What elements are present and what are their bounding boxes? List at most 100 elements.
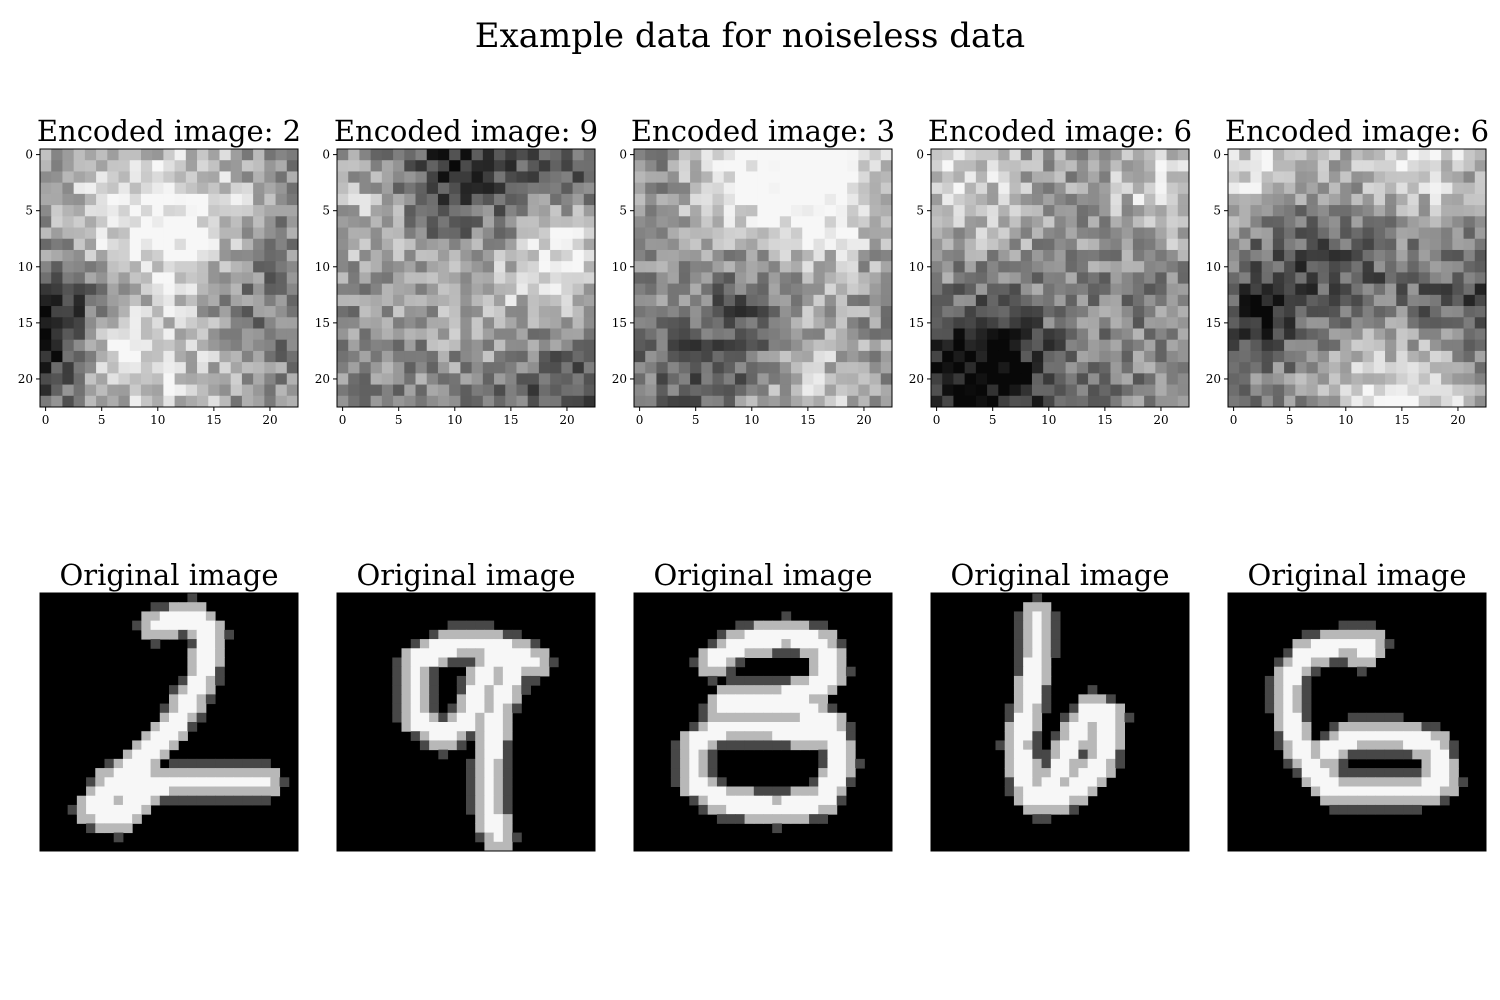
encoded-cell bbox=[1463, 395, 1476, 408]
encoded-cell bbox=[152, 373, 164, 386]
digit-pixel bbox=[502, 795, 513, 806]
encoded-cell bbox=[1351, 328, 1364, 341]
encoded-cell bbox=[634, 193, 646, 206]
encoded-cell bbox=[140, 328, 153, 341]
encoded-cell bbox=[1121, 227, 1134, 240]
digit-pixel bbox=[716, 731, 727, 741]
encoded-cell bbox=[163, 171, 176, 184]
encoded-cell bbox=[998, 339, 1011, 352]
encoded-cell bbox=[572, 238, 585, 251]
encoded-cell bbox=[230, 216, 243, 229]
encoded-cell bbox=[516, 306, 529, 318]
encoded-cell bbox=[734, 395, 747, 408]
encoded-cell bbox=[645, 339, 657, 352]
digit-pixel bbox=[790, 795, 801, 806]
digit-pixel bbox=[1078, 740, 1089, 751]
digit-pixel bbox=[763, 620, 773, 631]
digit-pixel bbox=[1106, 722, 1116, 732]
encoded-cell bbox=[494, 171, 506, 184]
encoded-cell bbox=[1452, 216, 1465, 229]
encoded-cell bbox=[219, 261, 232, 273]
x-tick-label: 10 bbox=[447, 413, 462, 427]
digit-pixel bbox=[484, 832, 495, 843]
digit-pixel bbox=[689, 657, 699, 668]
digit-pixel bbox=[401, 657, 412, 668]
encoded-cell bbox=[437, 205, 450, 217]
digit-pixel bbox=[1430, 758, 1441, 769]
encoded-cell bbox=[634, 182, 646, 195]
encoded-cell bbox=[746, 272, 758, 285]
encoded-cell bbox=[107, 339, 120, 352]
encoded-cell bbox=[241, 328, 254, 341]
encoded-cell bbox=[1317, 328, 1330, 341]
digit-pixel bbox=[122, 786, 133, 797]
digit-pixel bbox=[539, 648, 550, 658]
encoded-cell bbox=[572, 395, 585, 408]
digit-pixel bbox=[475, 777, 485, 787]
digit-pixel bbox=[438, 722, 449, 732]
encoded-cell bbox=[1351, 227, 1364, 240]
encoded-cell bbox=[1031, 339, 1044, 352]
digit-pixel bbox=[1032, 712, 1043, 723]
digit-pixel bbox=[466, 786, 476, 797]
digit-pixel bbox=[1096, 722, 1107, 732]
encoded-cell bbox=[404, 261, 417, 273]
encoded-cell bbox=[1452, 362, 1465, 374]
digit-pixel bbox=[1421, 749, 1432, 760]
encoded-cell bbox=[1031, 171, 1044, 184]
encoded-cell bbox=[768, 350, 781, 363]
encoded-cell bbox=[953, 227, 966, 240]
encoded-cell bbox=[1239, 339, 1251, 352]
encoded-cell bbox=[538, 171, 551, 184]
encoded-cell bbox=[84, 171, 97, 184]
encoded-cell bbox=[381, 306, 394, 318]
encoded-cell bbox=[494, 317, 506, 329]
encoded-cell bbox=[241, 238, 254, 251]
encoded-cell bbox=[847, 249, 859, 262]
encoded-cell bbox=[656, 160, 669, 172]
encoded-cell bbox=[1429, 328, 1442, 341]
encoded-cell bbox=[645, 227, 657, 240]
encoded-cell bbox=[152, 182, 164, 195]
encoded-cell bbox=[953, 306, 966, 318]
encoded-cell bbox=[404, 362, 417, 374]
digit-pixel bbox=[1274, 740, 1284, 751]
digit-pixel bbox=[1375, 629, 1386, 640]
encoded-cell bbox=[1166, 227, 1179, 240]
encoded-cell bbox=[656, 272, 669, 285]
digit-pixel bbox=[196, 675, 207, 686]
encoded-cell bbox=[987, 193, 999, 206]
encoded-cell bbox=[370, 261, 383, 273]
encoded-cell bbox=[656, 249, 669, 262]
digit-pixel bbox=[1338, 722, 1349, 732]
encoded-cell bbox=[1429, 317, 1442, 329]
digit-pixel bbox=[475, 694, 485, 705]
encoded-cell bbox=[415, 272, 428, 285]
encoded-cell bbox=[62, 306, 75, 318]
digit-pixel bbox=[735, 703, 746, 714]
digit-pixel bbox=[1078, 758, 1089, 769]
encoded-cell bbox=[1396, 283, 1408, 296]
encoded-cell bbox=[1132, 160, 1145, 172]
encoded-cell bbox=[757, 339, 770, 352]
encoded-cell bbox=[583, 373, 596, 386]
encoded-cell bbox=[942, 171, 954, 184]
encoded-cell bbox=[1474, 160, 1487, 172]
encoded-cell bbox=[869, 205, 882, 217]
digit-pixel bbox=[178, 731, 188, 741]
digit-pixel bbox=[466, 712, 476, 723]
encoded-cell bbox=[1031, 149, 1044, 161]
encoded-cell bbox=[656, 283, 669, 296]
encoded-cell bbox=[415, 160, 428, 172]
encoded-cell bbox=[746, 171, 758, 184]
digit-pixel bbox=[493, 694, 504, 705]
encoded-cell bbox=[1351, 182, 1364, 195]
encoded-cell bbox=[1228, 283, 1240, 296]
encoded-cell bbox=[1177, 249, 1190, 262]
encoded-cell bbox=[1088, 328, 1100, 341]
encoded-cell bbox=[813, 171, 826, 184]
encoded-cell bbox=[84, 193, 97, 206]
digit-pixel bbox=[1115, 703, 1125, 714]
encoded-cell bbox=[964, 294, 977, 307]
encoded-cell bbox=[208, 149, 220, 161]
